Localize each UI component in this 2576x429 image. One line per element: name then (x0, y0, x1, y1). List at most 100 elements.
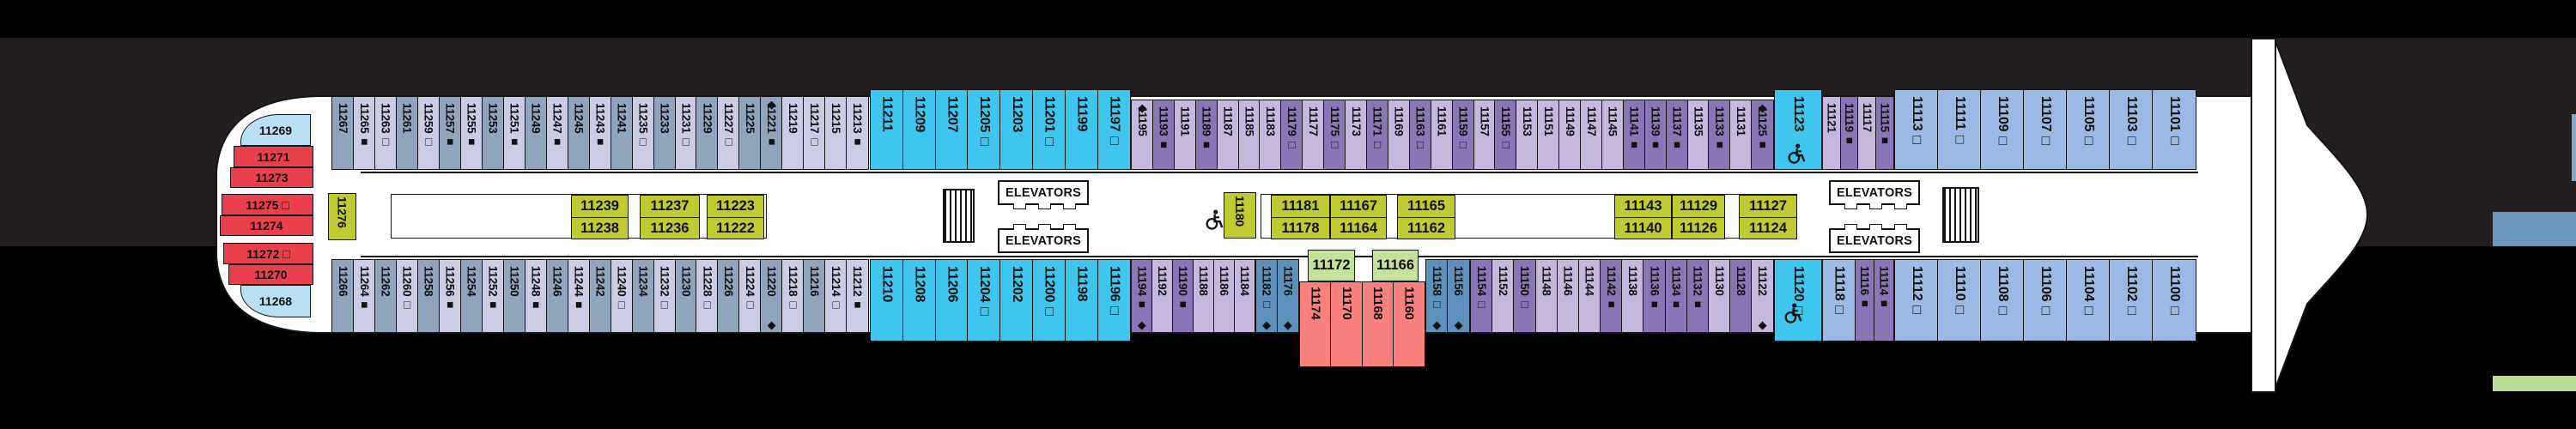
cabin-number: 11179 □ (1285, 106, 1299, 151)
cabin-11115: 11115 ■ (1874, 96, 1895, 170)
cabin-11257: 11257 ■ (438, 96, 462, 170)
cabin-11234: 11234 (631, 259, 655, 333)
cabin-number: 11183 (1264, 106, 1278, 136)
cabin-number: 11193 ■ (1157, 106, 1170, 151)
cabin-11126: 11126 (1673, 217, 1724, 239)
cabin-11216: 11216 (803, 259, 826, 333)
cabin-number: 11152 (1497, 266, 1510, 296)
cabin-11108: 11108 □ (1980, 259, 2025, 341)
cabin-number: 11247 ■ (550, 103, 564, 148)
elevator-door-notch (1869, 224, 1882, 230)
cabin-number: 11182 □ (1260, 266, 1273, 311)
cabin-11205: 11205 □ (967, 89, 1001, 170)
cabin-number: 11121 (1825, 103, 1838, 133)
cabin-number: 11266 (336, 266, 349, 297)
cabin-number: 11111 □ (1952, 96, 1967, 148)
cabin-number: 11209 (912, 96, 927, 133)
cabin-number: 11212 ■ (851, 266, 865, 311)
cabin-number: 11190 ■ (1176, 266, 1190, 311)
cabin-11196: 11196 □ (1097, 259, 1131, 341)
hull-bow-lobe (2275, 40, 2369, 389)
cabin-number: 11123 (1791, 96, 1806, 132)
cabin-number: 11224 □ (744, 266, 757, 311)
cabin-11180: 11180 (1224, 192, 1256, 239)
cabin-number: 11265 ■ (357, 103, 371, 148)
cabin-11190: 11190 ■ (1171, 259, 1194, 333)
cabin-11221: 11221 ■◆ (760, 96, 783, 170)
cabin-11274: 11274 (220, 215, 313, 236)
cabin-number: 11154 □ (1474, 266, 1488, 311)
cabin-number: 11262 (379, 266, 392, 297)
elevator-door-notch (1844, 224, 1857, 230)
cabin-11258: 11258 (416, 259, 440, 333)
cabin-11178: 11178 (1272, 217, 1329, 239)
diamond-icon: ◆ (1758, 318, 1767, 331)
cabin-number: 11229 (701, 103, 714, 134)
cabin-number: 11135 (1692, 106, 1705, 136)
cabin-number: 11180 (1233, 196, 1247, 227)
cabin-11121: 11121 (1822, 96, 1842, 170)
cabin-11242: 11242 (588, 259, 612, 333)
cabin-11154: 11154 □ (1470, 259, 1493, 333)
cabin-number: 11226 (722, 266, 736, 297)
cabin-number: 11102 □ (2124, 266, 2140, 318)
cabin-11137: 11137 ■ (1665, 100, 1689, 170)
stairs-icon (943, 189, 975, 243)
cabin-11272: 11272 □ (223, 243, 313, 264)
cabin-number: 11106 □ (2038, 266, 2054, 318)
cabin-11187: 11187 (1216, 100, 1240, 170)
cabin-number: 11174 (1308, 287, 1323, 320)
cabin-11195: 11195◆ (1131, 100, 1154, 170)
cabin-11225: 11225 (738, 96, 762, 170)
cabin-11251: 11251 ■ (502, 96, 526, 170)
cabin-number: 11189 ■ (1200, 106, 1213, 151)
cabin-number: 11230 (679, 266, 693, 297)
cabin-number: 11131 (1735, 106, 1748, 136)
cabin-11199: 11199 (1064, 89, 1099, 170)
cabin-11247: 11247 ■ (545, 96, 569, 170)
cabin-number: 11173 (1349, 106, 1363, 136)
elevator-door-notch (1869, 203, 1882, 209)
cabin-11166: 11166 (1372, 250, 1419, 281)
legend-steel-blue (2493, 212, 2576, 246)
diamond-icon: ◆ (1454, 318, 1463, 331)
cabin-11256: 11256 ■ (438, 259, 462, 333)
cabin-number: 11261 (400, 103, 414, 134)
hull-bow-strip (2251, 38, 2276, 393)
cabin-11235: 11235 □ (631, 96, 655, 170)
cabin-11120: 11120 □ (1774, 259, 1822, 341)
cabin-number: 11210 (879, 266, 895, 303)
cabin-row-bot-small: 11118 □11116 ■11114 ■ (1822, 259, 1894, 341)
cabin-11105: 11105 □ (2066, 89, 2111, 170)
cabin-number: 11192 (1156, 266, 1170, 296)
cabin-number: 11170 (1339, 287, 1354, 320)
cabin-number: 11157 (1478, 106, 1492, 136)
cabin-11182: 11182 □◆ (1255, 259, 1279, 333)
cabin-number: 11116 ■ (1858, 266, 1872, 310)
cabin-11220: 11220◆ (760, 259, 783, 333)
cabin-number: 11122 (1756, 266, 1770, 296)
cabin-11267: 11267 (331, 96, 355, 170)
cabin-11273: 11273 (230, 167, 313, 188)
cabin-11128: 11128 (1729, 259, 1753, 333)
cabin-11157: 11157 (1473, 100, 1496, 170)
cabin-11255: 11255 ■ (459, 96, 483, 170)
cabin-11197: 11197 □ (1097, 89, 1131, 170)
cabin-number: 11160 (1401, 287, 1417, 320)
cabin-11215: 11215 (824, 96, 848, 170)
cabin-11118: 11118 □ (1822, 259, 1856, 341)
cabin-11261: 11261 (395, 96, 419, 170)
cabin-11104: 11104 □ (2066, 259, 2111, 341)
cabin-number: 11168 (1370, 287, 1386, 320)
cabin-number: 11225 (744, 103, 757, 134)
diamond-icon: ◆ (1758, 101, 1767, 114)
cabin-number: 11220 (765, 266, 779, 297)
cabin-11254: 11254 (459, 259, 483, 333)
cabin-11203: 11203 (999, 89, 1034, 170)
cabin-11250: 11250 (502, 259, 526, 333)
